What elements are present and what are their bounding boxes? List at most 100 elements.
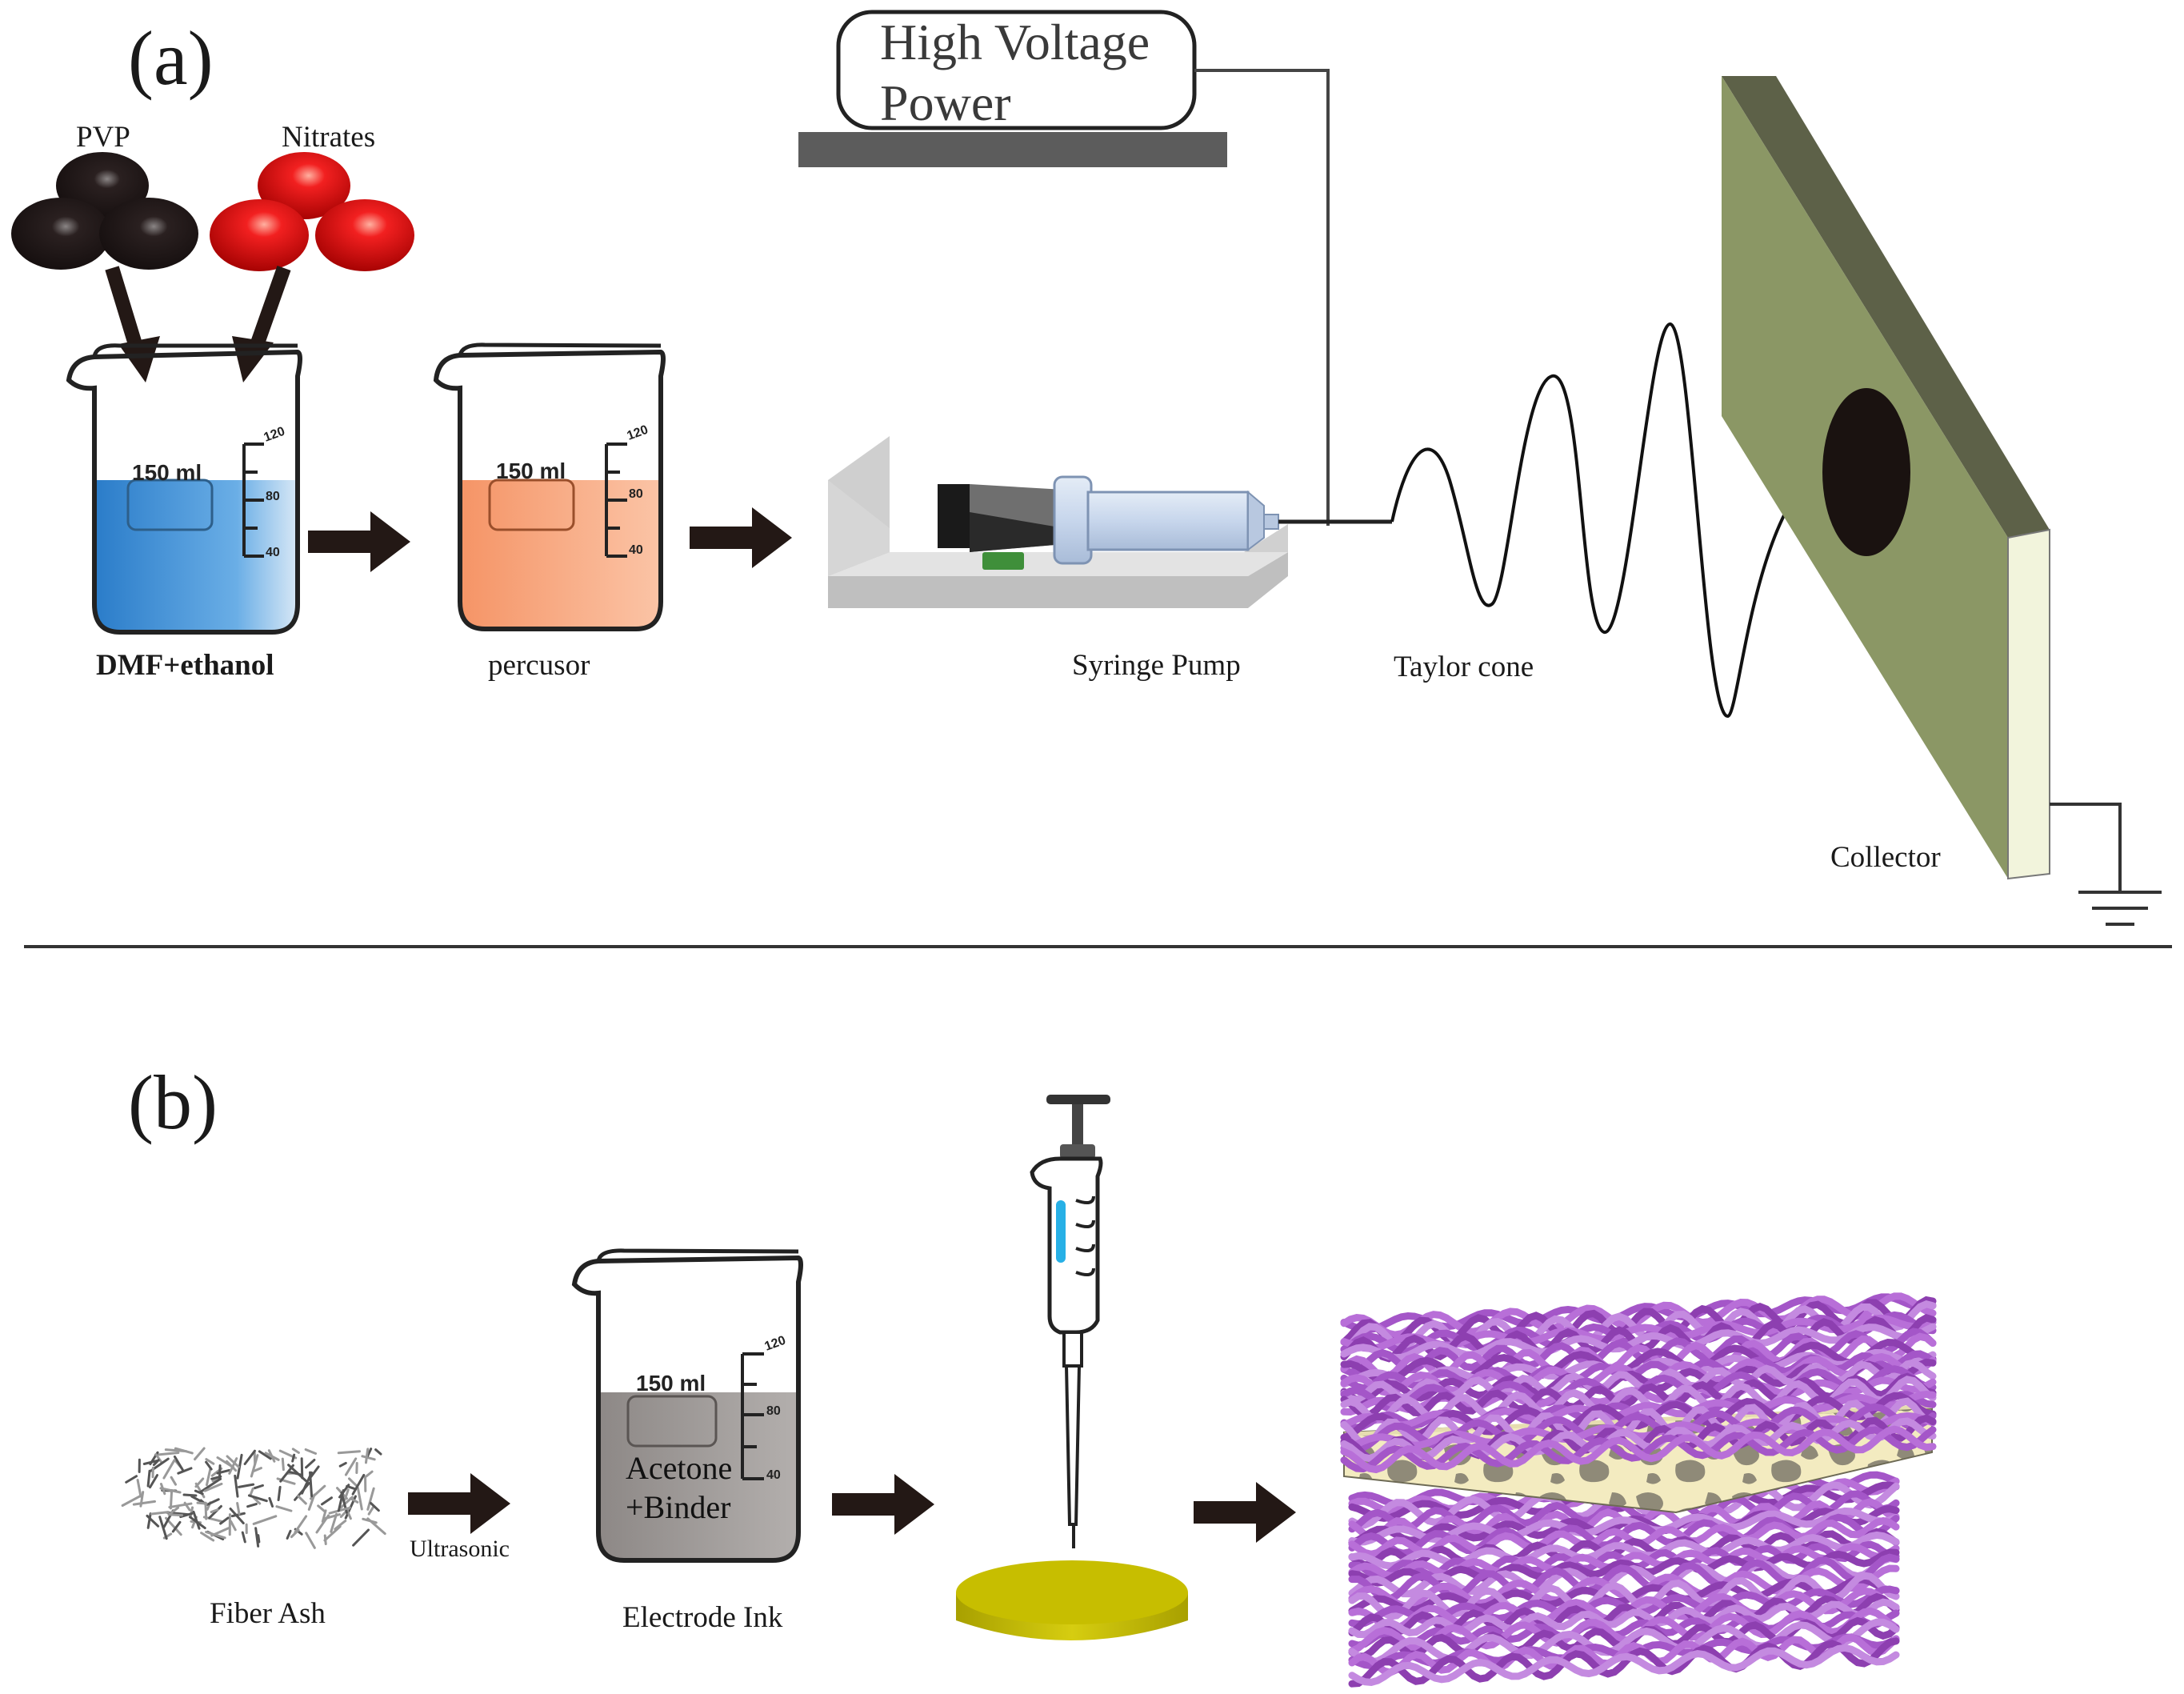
precursor-label: percusor: [488, 649, 590, 682]
scale-mark-120: 120: [262, 425, 287, 445]
nanofiber-strand: [1340, 1412, 1937, 1452]
electrode-ink-label: Electrode Ink: [622, 1601, 783, 1634]
solvent-beaker: 150 ml 120 80 40: [66, 343, 302, 635]
fiber-ash-speck: [230, 1512, 246, 1518]
fiber-ash-speck: [246, 1503, 258, 1508]
ground-icon: [2050, 803, 2162, 926]
process-arrow: [690, 507, 792, 568]
fiber-ash-speck: [268, 1496, 274, 1508]
fiber-ash-speck: [309, 1484, 326, 1500]
precursor-beaker: 150 ml 120 80 40: [433, 342, 666, 631]
substrate-disk: [956, 1560, 1188, 1640]
fiber-ash-speck: [230, 1520, 237, 1532]
fiber-ash-speck: [253, 1452, 257, 1466]
fiber-ash-speck: [132, 1500, 157, 1506]
fiber-ash-speck: [264, 1452, 280, 1461]
fiber-ash-speck: [338, 1461, 347, 1468]
nanofiber-strand: [1348, 1633, 1900, 1676]
collector-plate: [1722, 76, 2050, 880]
process-arrow: [408, 1473, 510, 1534]
fiber-ash-speck: [347, 1477, 358, 1488]
nanofiber-strand: [1340, 1425, 1937, 1474]
fiber-ash-speck: [170, 1476, 178, 1486]
scale-mark-80: 80: [266, 490, 280, 503]
fiber-ash-speck: [290, 1528, 300, 1539]
fiber-ash-speck: [287, 1464, 307, 1482]
fiber-ash-speck: [158, 1516, 168, 1540]
fiber-ash-speck: [168, 1502, 193, 1509]
fiber-ash-speck: [366, 1517, 386, 1536]
fiber-ash-speck: [168, 1513, 184, 1517]
fiber-ash-speck: [277, 1485, 282, 1502]
fiber-ash-speck: [206, 1498, 220, 1506]
nanofiber-strand: [1348, 1644, 1900, 1686]
power-supply-line2: Power: [880, 74, 1011, 131]
fiber-ash-speck: [199, 1477, 222, 1493]
fiber-ash-speck: [304, 1448, 318, 1455]
fiber-ash-speck: [238, 1483, 255, 1488]
fiber-ash-speck: [346, 1484, 356, 1490]
fiber-ash-speck: [169, 1488, 174, 1510]
nanofiber-strand: [1348, 1618, 1900, 1666]
fiber-ash-speck: [252, 1496, 262, 1505]
fiber-ash-speck: [243, 1449, 256, 1466]
fiber-ash-speck: [250, 1454, 259, 1478]
fiber-ash-speck: [146, 1514, 160, 1528]
fiber-ash-speck: [291, 1453, 296, 1463]
fiber-ash-speck: [361, 1455, 376, 1461]
fiber-ash-speck: [351, 1473, 366, 1496]
precursor-beaker-volume: 150 ml: [496, 459, 566, 483]
scale-mark-120: 120: [626, 423, 650, 443]
scale-mark-80: 80: [629, 487, 643, 501]
fiber-ash-speck: [146, 1512, 152, 1529]
fiber-ash-speck: [146, 1469, 151, 1488]
pvp-label: PVP: [76, 121, 130, 154]
fiber-ash-speck: [216, 1456, 235, 1469]
fiber-ash-speck: [121, 1494, 142, 1508]
fiber-ash-speck: [152, 1459, 160, 1467]
fiber-ash-speck: [309, 1471, 314, 1498]
collector-label: Collector: [1830, 841, 1941, 874]
fiber-ash-speck: [366, 1487, 375, 1511]
ultrasonic-label: Ultrasonic: [410, 1536, 510, 1562]
fiber-ash-speck: [173, 1455, 185, 1472]
nitrates-label: Nitrates: [282, 121, 375, 154]
solvent-beaker-volume: 150 ml: [132, 460, 202, 485]
fiber-ash-speck: [205, 1468, 212, 1487]
fiber-ash-label: Fiber Ash: [210, 1597, 326, 1630]
high-voltage-power-supply: [798, 10, 1227, 167]
fiber-ash-icon: [121, 1447, 386, 1549]
fiber-ash-speck: [219, 1516, 230, 1525]
fiber-ash-speck: [150, 1511, 170, 1516]
fiber-ash-speck: [356, 1486, 363, 1511]
fiber-ash-speck: [247, 1494, 268, 1503]
pipette-icon: [1030, 1095, 1110, 1548]
pvp-molecule-icon: [11, 152, 198, 270]
taylor-cone-label: Taylor cone: [1394, 651, 1534, 683]
fiber-ash-speck: [310, 1465, 320, 1478]
fiber-ash-speck: [317, 1504, 326, 1513]
fiber-ash-speck: [218, 1464, 222, 1480]
fiber-ash-speck: [297, 1495, 307, 1505]
fiber-ash-speck: [339, 1496, 354, 1509]
fiber-ash-speck: [142, 1460, 158, 1466]
nanofiber-strand: [1340, 1426, 1937, 1473]
fiber-ash-speck: [164, 1448, 188, 1453]
fiber-ash-speck: [253, 1484, 264, 1490]
fiber-ash-speck: [320, 1496, 333, 1506]
fiber-ash-speck: [334, 1520, 347, 1531]
fiber-ash-speck: [241, 1531, 246, 1544]
fiber-ash-speck: [182, 1493, 198, 1497]
syringe-pump: [828, 436, 1288, 608]
fiber-ash-speck: [234, 1474, 239, 1498]
panel-a-label: (a): [128, 15, 214, 101]
fiber-ash-speck: [162, 1459, 176, 1480]
scale-mark-40: 40: [629, 543, 643, 557]
scale-mark-40: 40: [766, 1468, 781, 1482]
fiber-ash-speck: [154, 1453, 163, 1464]
fiber-ash-speck: [205, 1458, 215, 1465]
add-reagents-arrows: [105, 266, 291, 382]
nanofiber-strand: [1348, 1576, 1900, 1615]
nitrates-molecule-icon: [210, 152, 414, 271]
